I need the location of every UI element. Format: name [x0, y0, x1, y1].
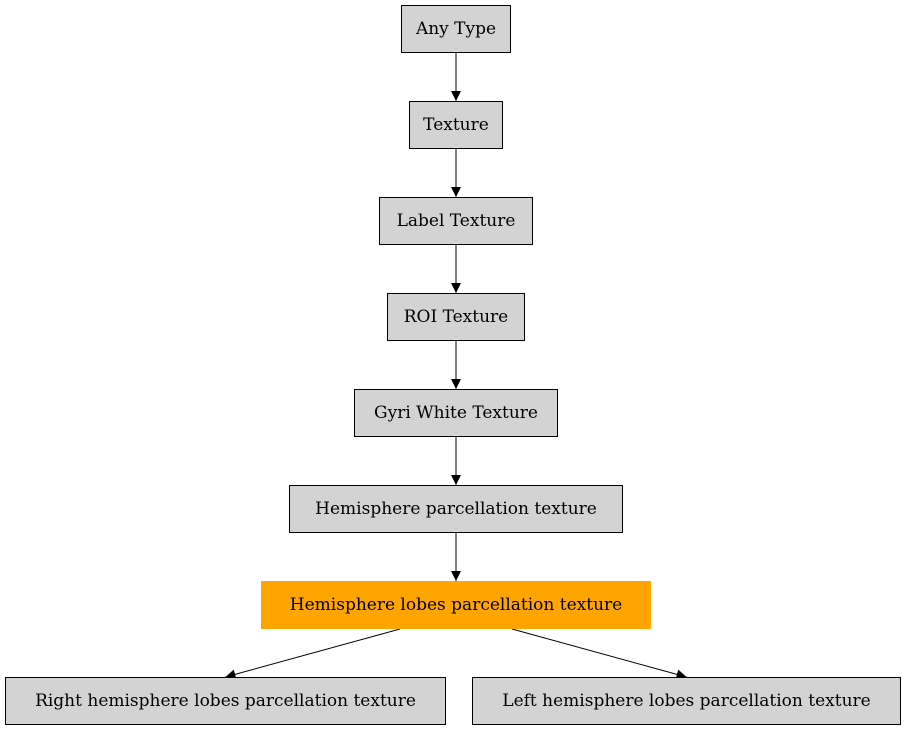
node-hemisphere-lobes-parcellation-texture[interactable]: Hemisphere lobes parcellation texture	[261, 581, 651, 629]
node-right-hemisphere-lobes-parcellation-texture[interactable]: Right hemisphere lobes parcellation text…	[5, 677, 446, 725]
node-hemisphere-parcellation-texture[interactable]: Hemisphere parcellation texture	[289, 485, 623, 533]
edge-hemisphere-lobes-parcellation-texture-to-right-hemisphere-lobes-parcellation-texture	[225, 628, 401, 680]
node-left-hemisphere-lobes-parcellation-texture[interactable]: Left hemisphere lobes parcellation textu…	[472, 677, 901, 725]
node-roi-texture[interactable]: ROI Texture	[387, 293, 525, 341]
edge-hemisphere-lobes-parcellation-texture-to-left-hemisphere-lobes-parcellation-texture	[511, 628, 687, 680]
node-gyri-white-texture[interactable]: Gyri White Texture	[354, 389, 558, 437]
node-any-type[interactable]: Any Type	[401, 5, 511, 53]
node-texture[interactable]: Texture	[409, 101, 503, 149]
node-label-texture[interactable]: Label Texture	[379, 197, 533, 245]
